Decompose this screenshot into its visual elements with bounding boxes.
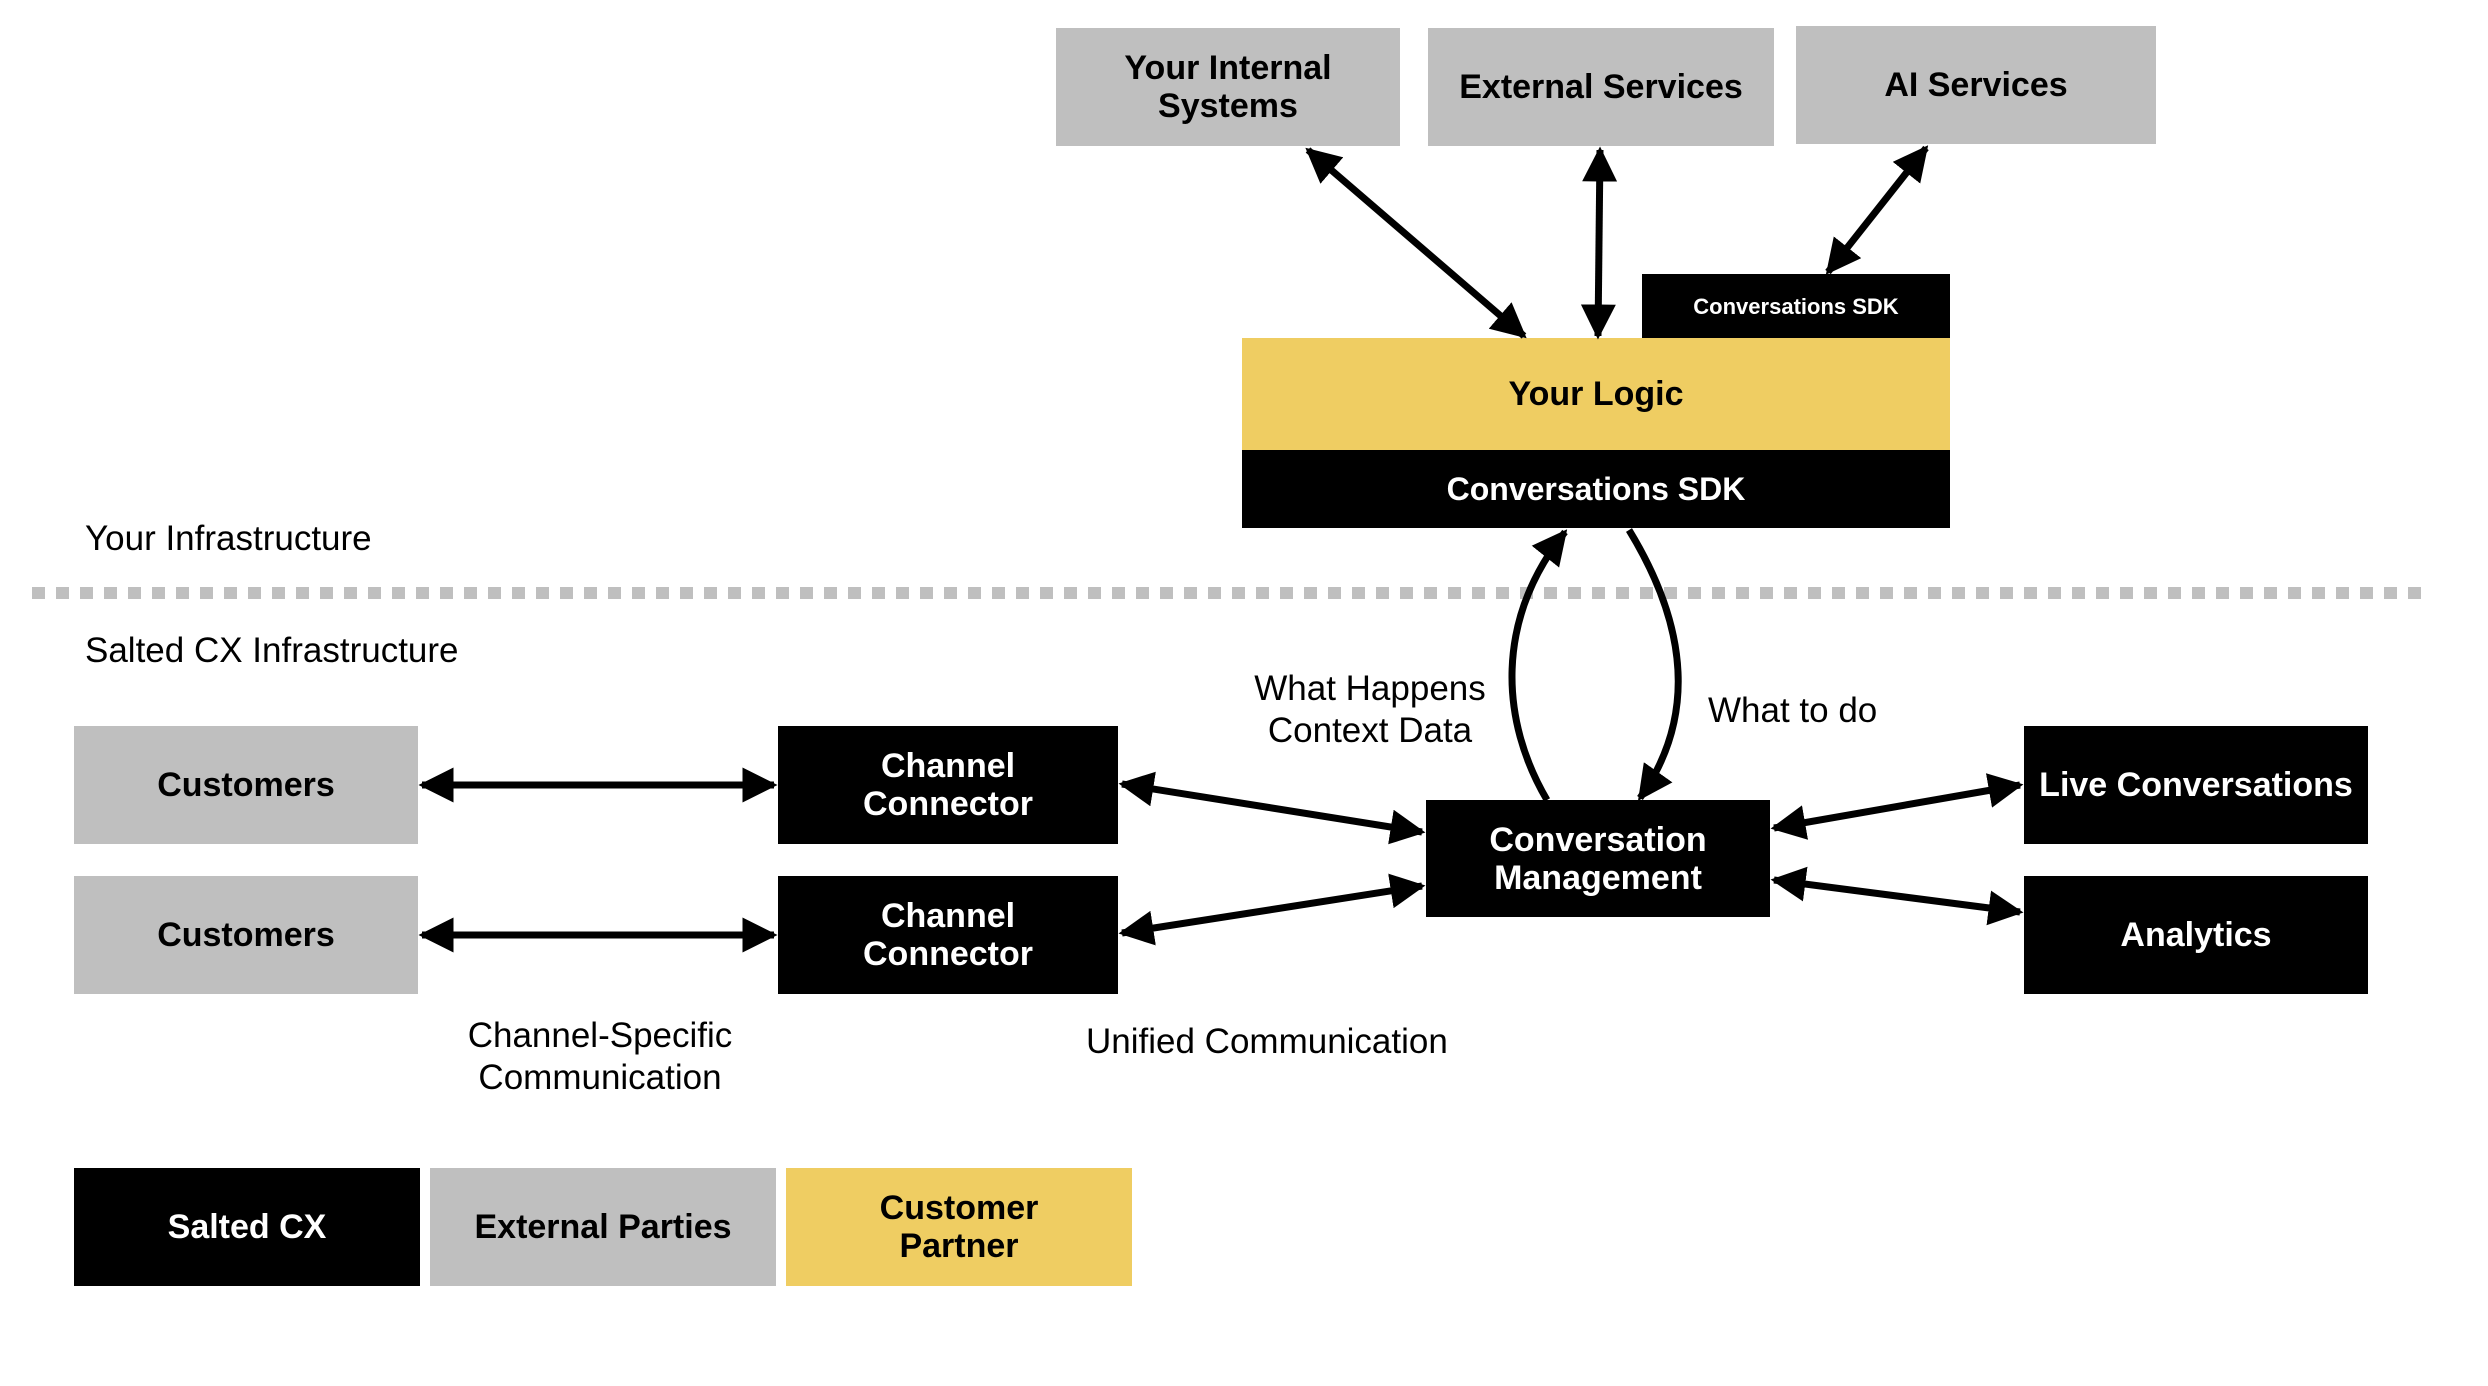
- box-label: Conversations SDK: [1446, 471, 1746, 507]
- external-services-box: External Services: [1428, 28, 1774, 146]
- box-label-line: Connector: [863, 785, 1033, 823]
- what-happens-label: What Happens Context Data: [1250, 668, 1490, 752]
- legend-salted-cx: Salted CX: [74, 1168, 420, 1286]
- box-label-line: Conversation: [1489, 820, 1707, 859]
- arrow-what-happens: [1508, 529, 1568, 802]
- box-label-line: Connector: [863, 935, 1033, 973]
- arrow-connector-2-management: [1118, 873, 1426, 946]
- infrastructure-divider: [32, 587, 2424, 599]
- unified-communication-label: Unified Communication: [1086, 1022, 1448, 1061]
- customers-box: Customers: [74, 876, 418, 994]
- box-label: Live Conversations: [2039, 766, 2353, 804]
- box-label-line: Your Internal: [1124, 49, 1332, 87]
- conversation-management-box: Conversation Management: [1426, 800, 1770, 917]
- zone-label-salted-cx-infrastructure: Salted CX Infrastructure: [85, 631, 459, 670]
- ai-services-box: AI Services: [1796, 26, 2156, 144]
- box-label: Analytics: [2120, 916, 2272, 954]
- legend-label-line: Customer: [879, 1189, 1039, 1227]
- legend-label: Salted CX: [167, 1208, 327, 1246]
- box-label: AI Services: [1884, 66, 2068, 104]
- arrow-internal-systems-logic: [1305, 147, 1527, 339]
- zone-label-your-infrastructure: Your Infrastructure: [85, 519, 372, 558]
- arrow-what-to-do: [1626, 528, 1682, 801]
- label-line: Channel-Specific: [467, 1016, 733, 1055]
- label-line: Communication: [478, 1058, 722, 1097]
- box-label: Customers: [157, 766, 335, 804]
- legend-label: External Parties: [474, 1208, 732, 1246]
- your-logic-box: Your Logic: [1242, 338, 1950, 450]
- label-line: What Happens: [1254, 669, 1486, 708]
- channel-specific-communication-label: Channel-Specific Communication: [455, 1015, 745, 1099]
- arrow-connector-1-management: [1118, 771, 1426, 845]
- box-label-line: Management: [1494, 858, 1702, 897]
- arrow-ai-services-sdk: [1825, 145, 1929, 275]
- legend-customer-partner: Customer Partner: [786, 1168, 1132, 1286]
- arrow-management-live-conversations: [1770, 773, 2024, 840]
- channel-connector-box: Channel Connector: [778, 876, 1118, 994]
- arrow-management-analytics: [1770, 866, 2024, 926]
- arrow-external-services-logic: [1580, 146, 1618, 340]
- box-label: Customers: [157, 916, 335, 954]
- box-label-line: Channel: [880, 747, 1016, 785]
- legend-external-parties: External Parties: [430, 1168, 776, 1286]
- box-label: Conversations SDK: [1693, 294, 1899, 319]
- conversations-sdk-box: Conversations SDK: [1242, 450, 1950, 528]
- conversations-sdk-small-box: Conversations SDK: [1642, 274, 1950, 340]
- box-label: External Services: [1459, 68, 1743, 106]
- what-to-do-label: What to do: [1708, 691, 1878, 730]
- your-internal-systems-box: Your Internal Systems: [1056, 28, 1400, 146]
- label-line: Context Data: [1267, 711, 1473, 750]
- analytics-box: Analytics: [2024, 876, 2368, 994]
- box-label: Your Logic: [1508, 375, 1684, 413]
- legend-label-line: Partner: [899, 1227, 1019, 1265]
- box-label-line: Channel: [880, 897, 1016, 935]
- customers-box: Customers: [74, 726, 418, 844]
- channel-connector-box: Channel Connector: [778, 726, 1118, 844]
- box-label-line: Systems: [1158, 87, 1298, 125]
- live-conversations-box: Live Conversations: [2024, 726, 2368, 844]
